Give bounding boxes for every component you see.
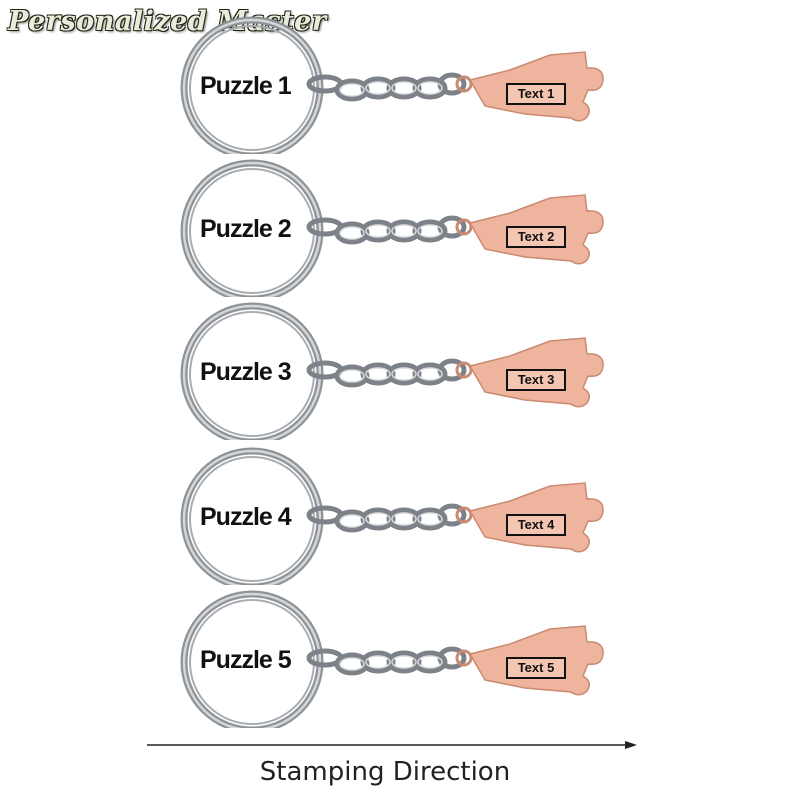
text-engraving-box: Text 1: [506, 83, 566, 105]
puzzle-label: Puzzle 5: [200, 646, 292, 674]
keychain-row-5: Puzzle 5 Text 5: [0, 584, 800, 728]
jump-ring: [455, 361, 473, 379]
chain: [306, 503, 467, 533]
keychain-row-2: Puzzle 2 Text 2: [0, 153, 800, 297]
keychain-graphic: [180, 16, 604, 154]
chain-highlight: [339, 512, 443, 528]
keychain-graphic: [180, 159, 604, 297]
keychain-graphic: [180, 447, 604, 585]
chain-highlight: [339, 224, 443, 240]
chain: [306, 215, 467, 245]
puzzle-label: Puzzle 2: [200, 215, 292, 243]
text-engraving-box: Text 5: [506, 657, 566, 679]
keychain-row-4: Puzzle 4 Text 4: [0, 441, 800, 585]
keychain-graphic: [180, 302, 604, 440]
chain-highlight: [339, 367, 443, 383]
chain: [306, 646, 467, 676]
text-engraving-box: Text 4: [506, 514, 566, 536]
keychain-row-3: Puzzle 3 Text 3: [0, 296, 800, 440]
split-ring: [180, 302, 324, 440]
chain: [306, 358, 467, 388]
jump-ring: [455, 649, 473, 667]
split-ring: [180, 159, 324, 297]
chain-highlight: [339, 655, 443, 671]
jump-ring: [455, 218, 473, 236]
chain: [306, 72, 467, 102]
jump-ring: [455, 506, 473, 524]
keychain-row-1: Puzzle 1 Text 1: [0, 10, 800, 154]
puzzle-label: Puzzle 1: [200, 72, 292, 100]
puzzle-label: Puzzle 4: [200, 503, 292, 531]
keychain-graphic: [180, 590, 604, 728]
text-engraving-box: Text 3: [506, 369, 566, 391]
jump-ring: [455, 75, 473, 93]
chain-highlight: [339, 81, 443, 97]
direction-label: Stamping Direction: [259, 757, 511, 787]
direction-arrow: [147, 741, 637, 749]
text-engraving-box: Text 2: [506, 226, 566, 248]
puzzle-label: Puzzle 3: [200, 358, 292, 386]
